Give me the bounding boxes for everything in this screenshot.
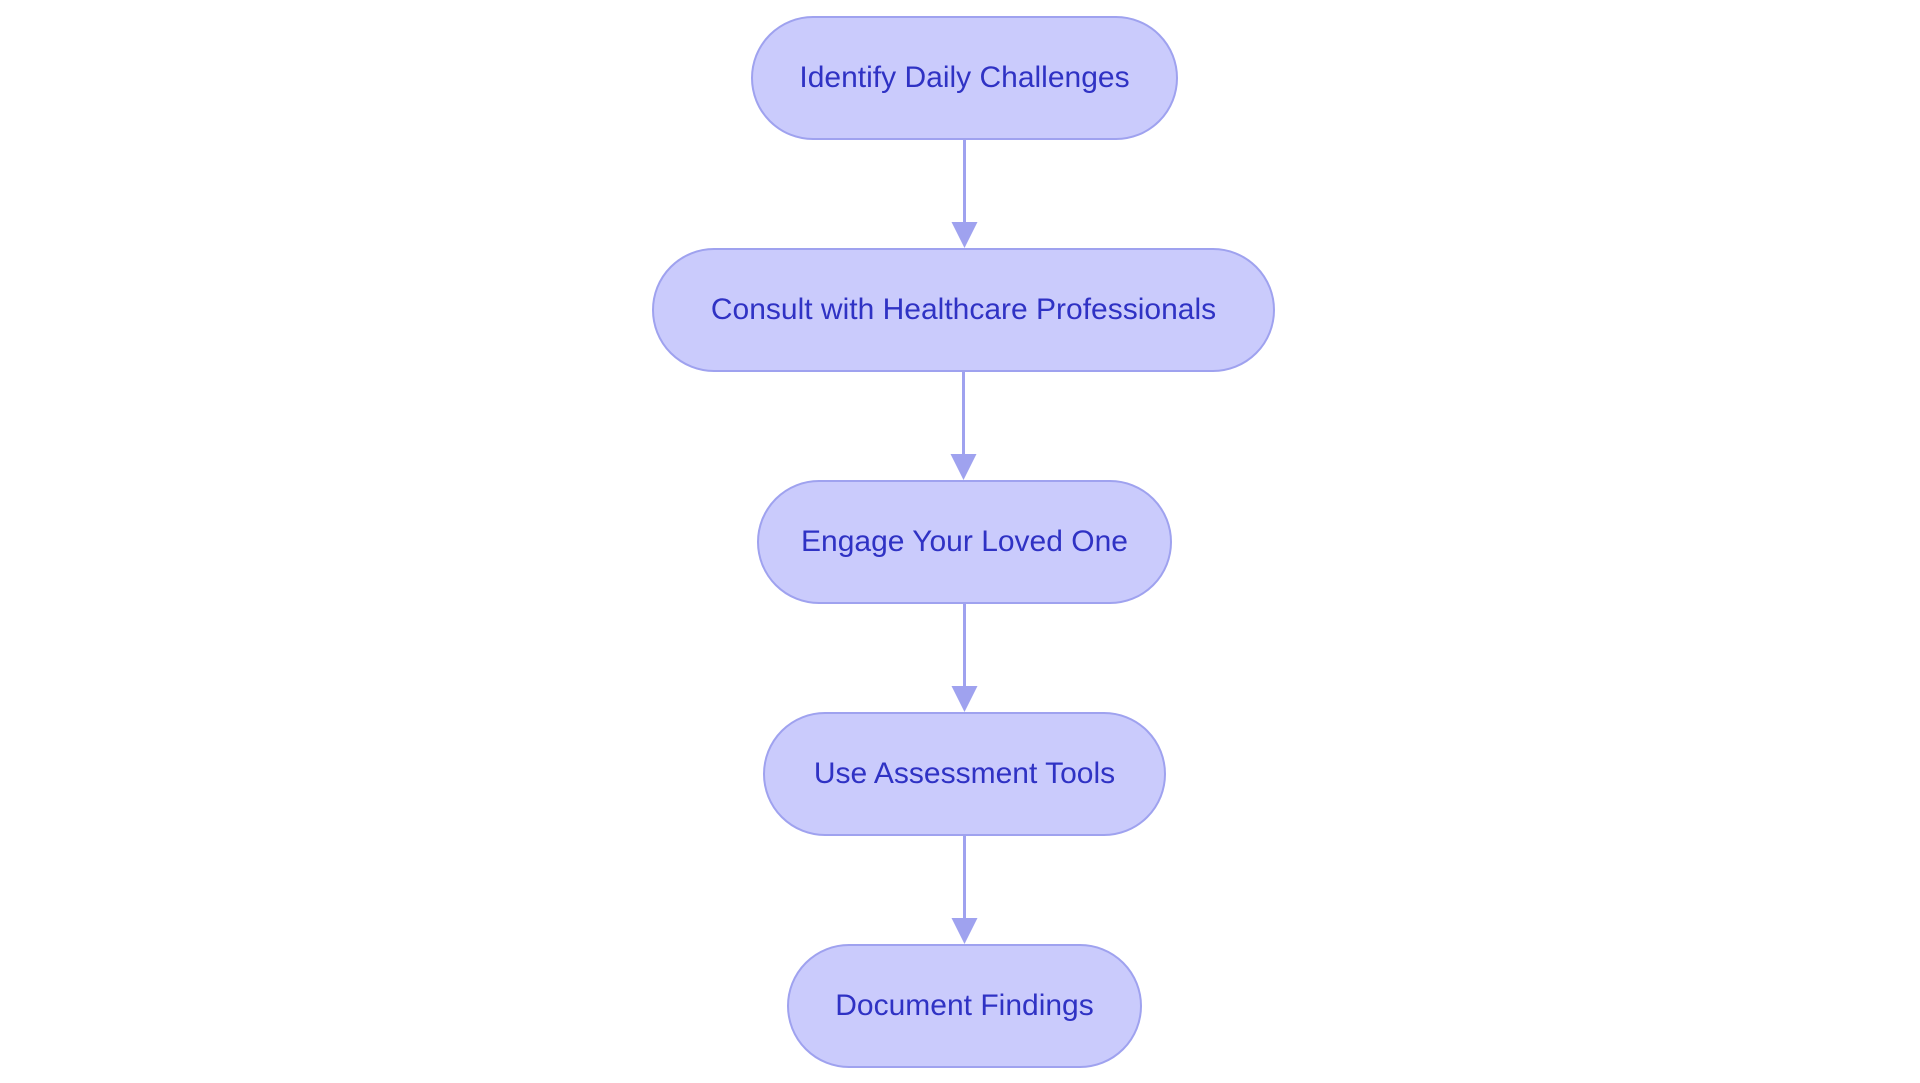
step-identify-daily-challenges: Identify Daily Challenges [751,16,1178,140]
arrowhead-4 [951,686,978,712]
arrowhead-2 [951,222,978,248]
step-consult-healthcare-professionals: Consult with Healthcare Professionals [652,248,1275,372]
step-engage-loved-one: Engage Your Loved One [757,480,1172,604]
step-use-assessment-tools: Use Assessment Tools [763,712,1166,836]
step-document-findings: Document Findings [787,944,1142,1068]
arrowhead-3 [950,454,977,480]
arrowhead-5 [951,918,978,944]
